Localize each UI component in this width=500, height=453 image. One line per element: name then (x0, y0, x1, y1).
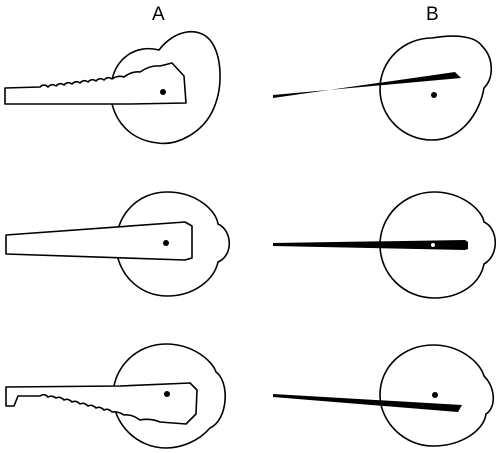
b-row2-needle (273, 240, 468, 250)
column-label-b: B (426, 4, 439, 25)
a-row1-lever (4, 62, 187, 105)
b-row1-pivot (431, 92, 437, 98)
a-row3-pivot (164, 391, 170, 397)
a-row2-pivot (163, 240, 169, 246)
b-row3-pivot (432, 392, 438, 398)
b-row3-needle (273, 394, 462, 412)
a-row3-lever (5, 382, 198, 425)
b-row1-cam (379, 35, 493, 141)
a-row2-lever (5, 221, 193, 261)
column-label-a: A (152, 4, 165, 25)
b-row2-pivot (430, 242, 436, 248)
b-row1-needle (273, 72, 461, 98)
a-row1-pivot (160, 89, 166, 95)
